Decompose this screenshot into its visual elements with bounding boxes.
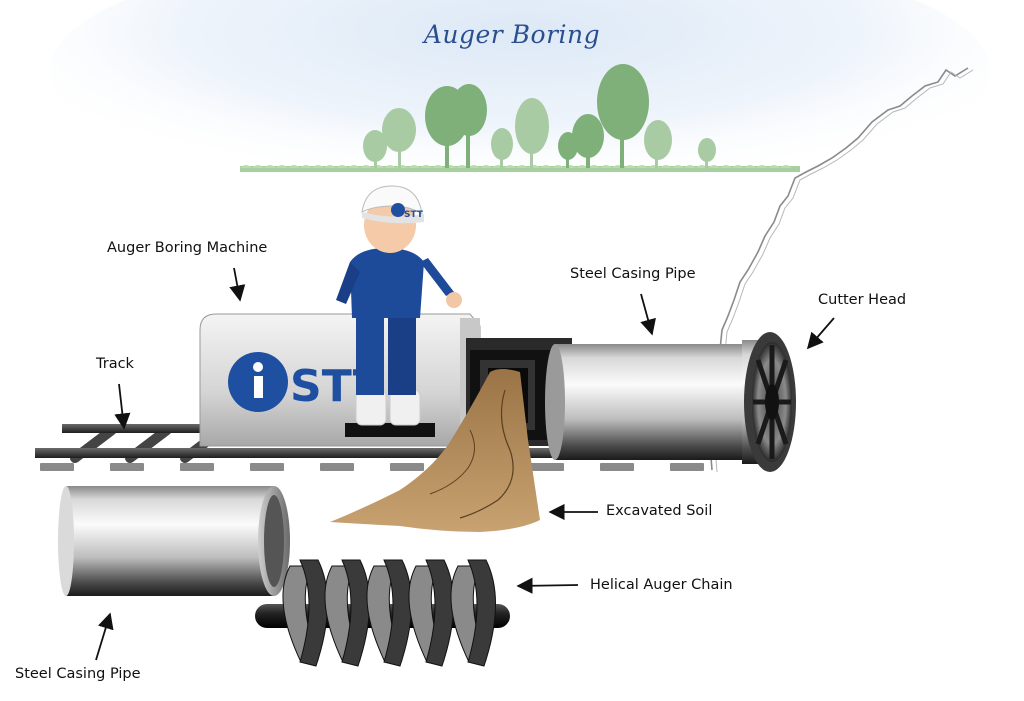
- label-arrows: [95, 267, 835, 661]
- arrow-auger: [516, 577, 579, 594]
- sky-background: [50, 0, 990, 200]
- label-cutter-head: Cutter Head: [818, 292, 907, 308]
- label-helical-auger-chain: Helical Auger Chain: [590, 577, 733, 593]
- label-track: Track: [96, 356, 134, 372]
- helmet-logo-text: STT: [404, 210, 424, 220]
- diagram-title: Auger Boring: [423, 20, 601, 49]
- label-excavated-soil: Excavated Soil: [606, 503, 713, 519]
- label-steel-casing-pipe-bottom: Steel Casing Pipe: [15, 666, 141, 682]
- steel-casing-pipe-lower: [58, 486, 290, 596]
- excavated-soil: [330, 369, 540, 532]
- trees: [240, 64, 800, 172]
- label-steel-casing-pipe-top: Steel Casing Pipe: [570, 266, 696, 282]
- auger-boring-machine: STT: [199, 313, 481, 447]
- arrow-casing-bottom: [95, 612, 114, 661]
- cutter-head: [742, 332, 796, 472]
- worker: STT: [336, 185, 462, 437]
- arrow-track: [114, 383, 131, 430]
- label-auger-boring-machine: Auger Boring Machine: [107, 240, 268, 256]
- helical-auger-chain: [255, 559, 510, 667]
- arrow-casing-top: [640, 293, 656, 336]
- arrow-machine: [229, 267, 246, 302]
- steel-casing-pipe-main: [545, 344, 755, 460]
- arrow-cutter-head: [806, 317, 835, 350]
